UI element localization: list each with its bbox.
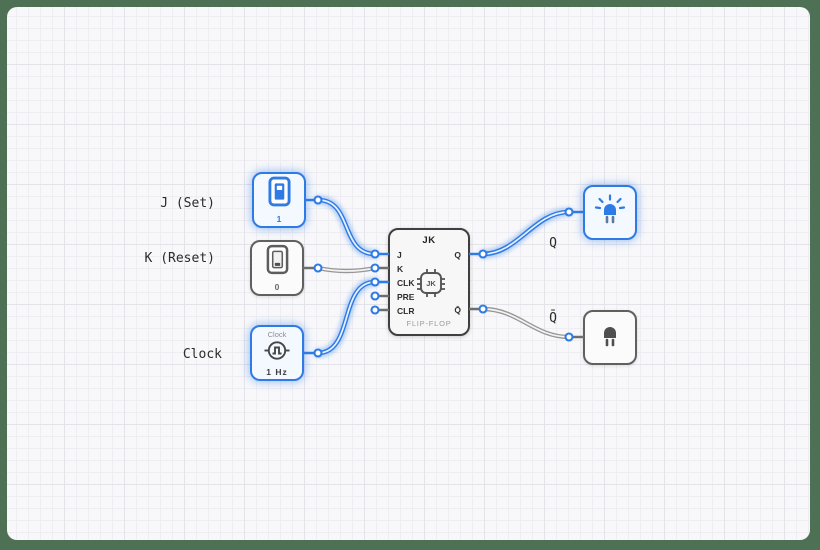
switch-off-icon <box>266 244 289 280</box>
pin-label-j: J <box>397 250 402 260</box>
pin-label-k: K <box>397 264 404 274</box>
port-k-switch-out[interactable] <box>313 263 323 273</box>
port-j-switch-out[interactable] <box>313 195 323 205</box>
led-q-node[interactable] <box>583 185 637 240</box>
k-switch-node[interactable]: 0 <box>250 240 304 296</box>
port-ff-qbar-out[interactable] <box>478 304 488 314</box>
flipflop-footer: FLIP-FLOP <box>406 319 452 328</box>
j-switch-node[interactable]: 1 <box>252 172 306 228</box>
pin-label-clk: CLK <box>397 278 415 288</box>
jk-flipflop-node[interactable]: JK J K CLK PRE CLR Q Q̄ JK FLIP-FLOP <box>388 228 470 336</box>
wire-q-pin-to-led[interactable] <box>478 207 574 259</box>
led-qbar-node[interactable] <box>583 310 637 365</box>
label-qbar-output: Q̄ <box>549 311 557 326</box>
port-ff-k-in[interactable] <box>370 263 380 273</box>
port-ff-clk-in[interactable] <box>370 277 380 287</box>
label-k-reset: K (Reset) <box>144 251 215 266</box>
wire-k-switch-to-k-pin[interactable] <box>315 265 378 274</box>
chip-icon-label: JK <box>426 279 436 288</box>
led-unlit-icon <box>593 319 627 356</box>
connection-ports[interactable] <box>313 195 574 358</box>
led-lit-icon <box>593 194 627 231</box>
label-clock: Clock <box>182 347 222 362</box>
pin-label-qbar: Q̄ <box>454 305 461 315</box>
j-switch-value: 1 <box>276 214 282 224</box>
label-q-output: Q <box>549 236 557 251</box>
port-ff-pre-in[interactable] <box>370 291 380 301</box>
wire-j-switch-to-j-pin[interactable] <box>313 195 380 259</box>
clock-node-title: Clock <box>267 329 287 339</box>
k-switch-value: 0 <box>274 282 280 292</box>
flipflop-title: JK <box>422 235 436 246</box>
clock-frequency: 1 Hz <box>266 366 288 377</box>
switch-on-icon <box>267 176 291 212</box>
pin-label-clr: CLR <box>397 306 415 316</box>
chip-icon: JK <box>414 266 448 305</box>
label-j-set: J (Set) <box>160 196 215 211</box>
wire-clock-to-clk-pin[interactable] <box>313 277 380 358</box>
clock-wave-icon <box>263 340 291 366</box>
clock-node[interactable]: Clock 1 Hz <box>250 325 304 381</box>
port-led-q-in[interactable] <box>564 207 574 217</box>
pin-label-q: Q <box>454 250 461 260</box>
port-clock-out[interactable] <box>313 348 323 358</box>
port-ff-j-in[interactable] <box>370 249 380 259</box>
port-led-qbar-in[interactable] <box>564 332 574 342</box>
port-ff-q-out[interactable] <box>478 249 488 259</box>
wire-qbar-pin-to-led[interactable] <box>480 306 572 340</box>
port-ff-clr-in[interactable] <box>370 305 380 315</box>
pin-label-pre: PRE <box>397 292 415 302</box>
